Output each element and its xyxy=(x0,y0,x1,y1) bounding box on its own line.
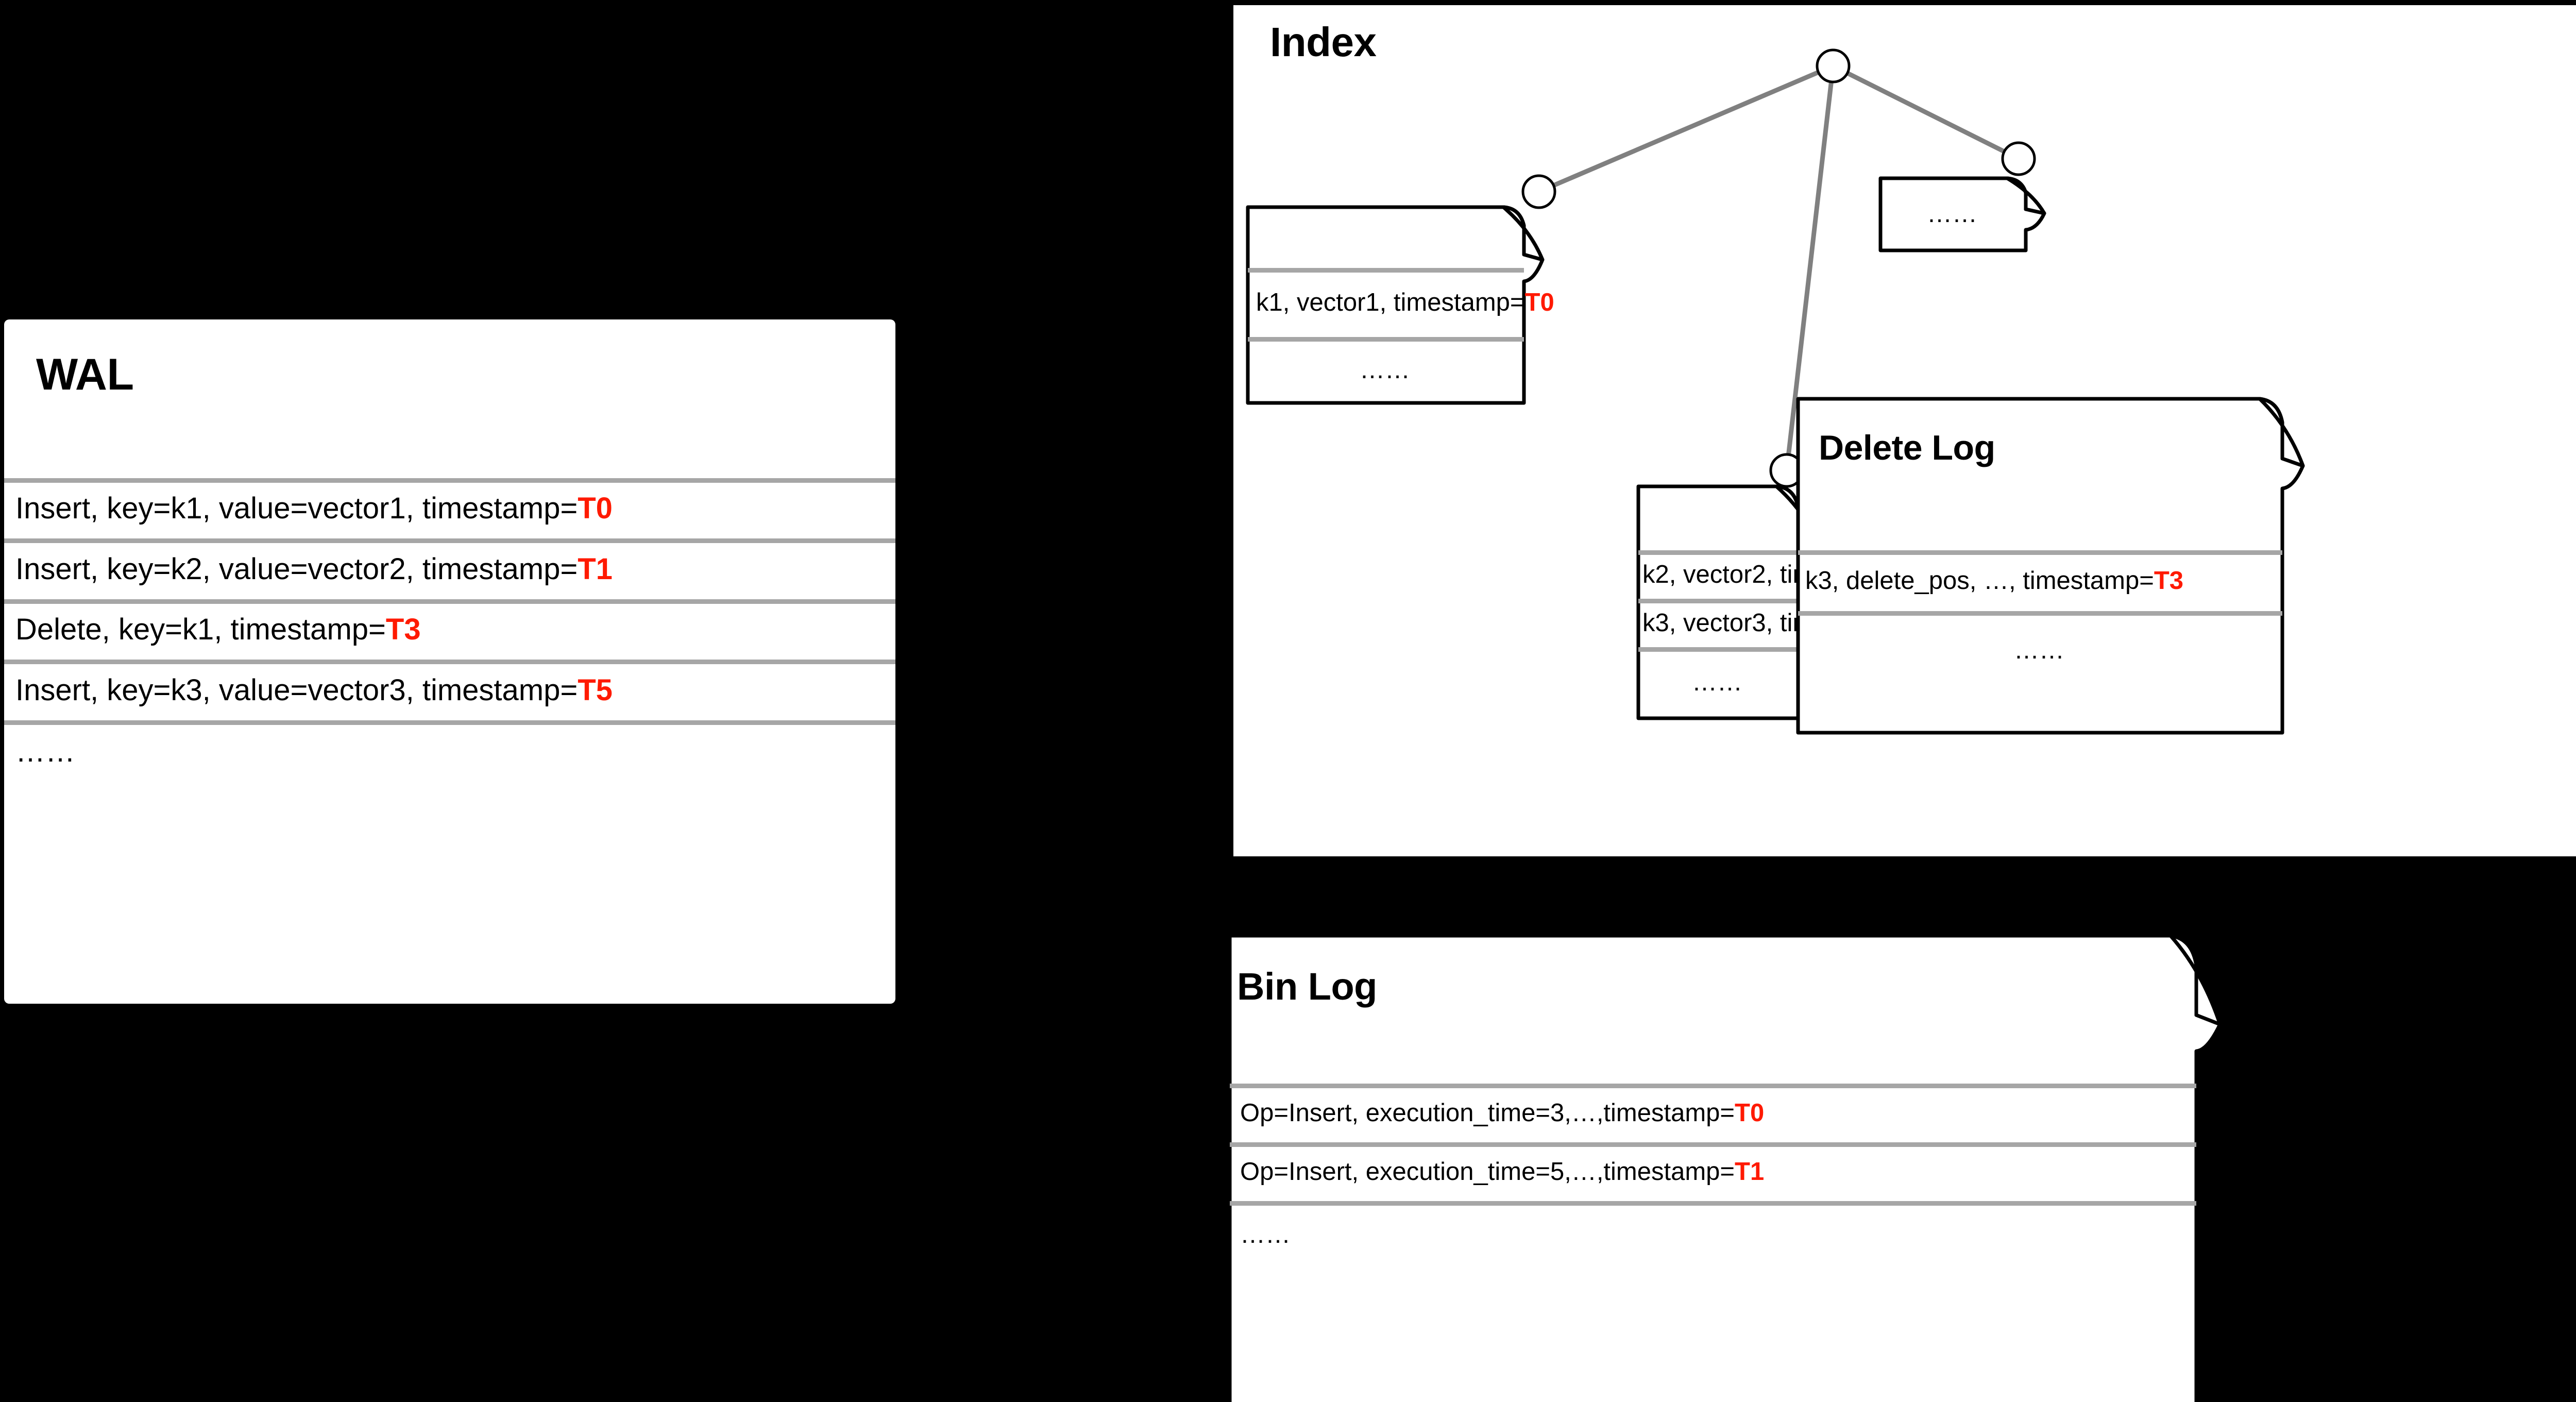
bin-log-row-text: Op=Insert, execution_time=3,…,timestamp= xyxy=(1240,1099,1735,1127)
segment-row: k1, vector1, timestamp=T0 xyxy=(1256,268,1554,337)
wal-row-text: Insert, key=k3, value=vector3, timestamp… xyxy=(15,673,578,707)
delete-log-card: Delete Log k3, delete_pos, …, timestamp=… xyxy=(1796,396,2327,736)
segment-divider xyxy=(1638,550,1798,555)
index-segment-k2-k3: k2, vector2, timestamp=T1 k3, vector3, t… xyxy=(1636,483,1941,720)
index-title: Index xyxy=(1270,19,1377,65)
segment-row-text: …… xyxy=(1360,356,1410,384)
delete-log-row: …… xyxy=(1796,611,2282,731)
doc-shape xyxy=(1246,205,1545,405)
segment-row: k3, vector3, timestamp=T5 xyxy=(1642,599,1941,647)
wal-row-text: …… xyxy=(15,734,75,768)
delete-log-row: k3, delete_pos, …, timestamp=T3 xyxy=(1805,550,2282,611)
tree-node-right-child[interactable] xyxy=(2001,141,2036,176)
segment-row: k2, vector2, timestamp=T1 xyxy=(1642,550,1941,599)
wal-divider xyxy=(4,599,895,604)
wal-row-text: Insert, key=k1, value=vector1, timestamp… xyxy=(15,492,578,525)
wal-row: …… xyxy=(15,720,886,782)
bin-log-row-text: …… xyxy=(1240,1221,1291,1248)
bin-log-row: …… xyxy=(1240,1201,2196,1268)
bin-log-divider xyxy=(1230,1201,2196,1206)
bin-log-row-timestamp: T1 xyxy=(1735,1158,1765,1186)
wal-divider xyxy=(4,478,895,483)
bin-log-row: Op=Insert, execution_time=5,…,timestamp=… xyxy=(1240,1142,2196,1201)
index-segment-ellipsis: …… xyxy=(1878,175,2048,252)
wal-row-text: Delete, key=k1, timestamp= xyxy=(15,613,386,646)
segment-row: …… xyxy=(1246,337,1524,403)
index-panel: Index k1, vector1, timestamp=T0 …… xyxy=(1233,5,2576,856)
delete-log-row-text: …… xyxy=(2014,636,2064,664)
segment-divider xyxy=(1638,599,1798,603)
doc-shape xyxy=(1228,934,2222,1402)
bin-log-title: Bin Log xyxy=(1237,965,1377,1008)
wal-row-timestamp: T3 xyxy=(385,613,421,646)
wal-row: Insert, key=k2, value=vector2, timestamp… xyxy=(15,538,886,599)
doc-shape xyxy=(1796,397,2305,735)
wal-row: Delete, key=k1, timestamp=T3 xyxy=(15,599,886,660)
wal-row-timestamp: T0 xyxy=(578,492,613,525)
wal-divider xyxy=(4,720,895,725)
segment-divider xyxy=(1248,337,1524,342)
segment-row: …… xyxy=(1636,647,1798,717)
segment-divider xyxy=(1638,647,1798,652)
wal-row-text: Insert, key=k2, value=vector2, timestamp… xyxy=(15,552,578,586)
bin-log-row-text: Op=Insert, execution_time=5,…,timestamp= xyxy=(1240,1158,1735,1186)
segment-row-text: …… xyxy=(1692,668,1742,696)
wal-row-timestamp: T5 xyxy=(578,673,613,707)
bin-log-divider xyxy=(1230,1142,2196,1147)
tree-node-root[interactable] xyxy=(1816,48,1851,83)
segment-row-timestamp: T0 xyxy=(1524,289,1554,316)
wal-divider xyxy=(4,660,895,664)
bin-log-card: Bin Log Op=Insert, execution_time=3,…,ti… xyxy=(1228,933,2227,1402)
wal-row-timestamp: T1 xyxy=(578,552,613,586)
bin-log-divider xyxy=(1230,1084,2196,1088)
segment-row: …… xyxy=(1878,175,2026,252)
delete-log-title: Delete Log xyxy=(1819,428,1995,467)
bin-log-row: Op=Insert, execution_time=3,…,timestamp=… xyxy=(1240,1084,2196,1142)
segment-divider xyxy=(1248,268,1524,273)
tree-edge-root-left xyxy=(1538,63,1834,194)
index-segment-k1: k1, vector1, timestamp=T0 …… xyxy=(1246,203,1554,405)
tree-edge-root-right xyxy=(1832,63,2020,161)
doc-shape xyxy=(1878,176,2046,252)
segment-row-text: k1, vector1, timestamp= xyxy=(1256,289,1525,316)
segment-row-text: …… xyxy=(1927,200,1977,228)
bin-log-row-timestamp: T0 xyxy=(1735,1099,1765,1127)
wal-divider xyxy=(4,538,895,543)
wal-row: Insert, key=k1, value=vector1, timestamp… xyxy=(15,478,886,538)
delete-log-divider xyxy=(1798,611,2282,616)
wal-row: Insert, key=k3, value=vector3, timestamp… xyxy=(15,660,886,720)
delete-log-row-text: k3, delete_pos, …, timestamp= xyxy=(1805,567,2154,595)
wal-title: WAL xyxy=(36,350,134,399)
delete-log-divider xyxy=(1798,550,2282,555)
delete-log-row-timestamp: T3 xyxy=(2154,567,2183,595)
wal-card: WAL Insert, key=k1, value=vector1, times… xyxy=(4,319,895,1004)
